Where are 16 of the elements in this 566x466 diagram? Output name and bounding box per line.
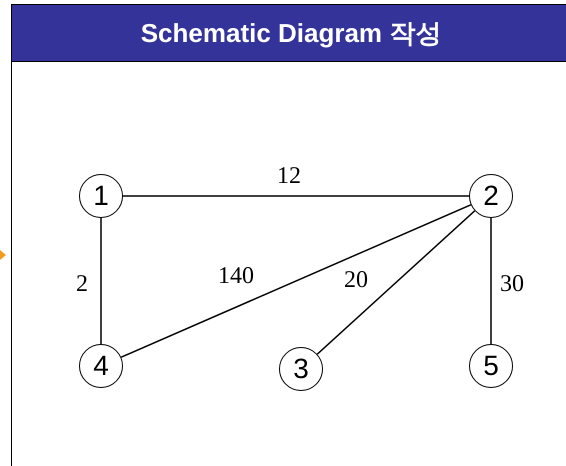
node-circle — [469, 174, 513, 218]
node-number: 4 — [93, 352, 109, 380]
node-circle — [279, 347, 323, 391]
node-number: 3 — [293, 355, 309, 383]
connector-line — [490, 218, 492, 344]
node-circle — [79, 174, 123, 218]
title-bar: Schematic Diagram 작성 — [11, 4, 566, 62]
node-number: 5 — [483, 352, 499, 380]
node-number: 2 — [483, 182, 499, 210]
node-circle — [469, 344, 513, 388]
node-number: 1 — [93, 182, 109, 210]
connector-line — [316, 210, 476, 355]
connector-line — [120, 204, 472, 358]
node-circle — [79, 344, 123, 388]
connector-line — [100, 218, 102, 344]
connector-line — [123, 195, 469, 197]
